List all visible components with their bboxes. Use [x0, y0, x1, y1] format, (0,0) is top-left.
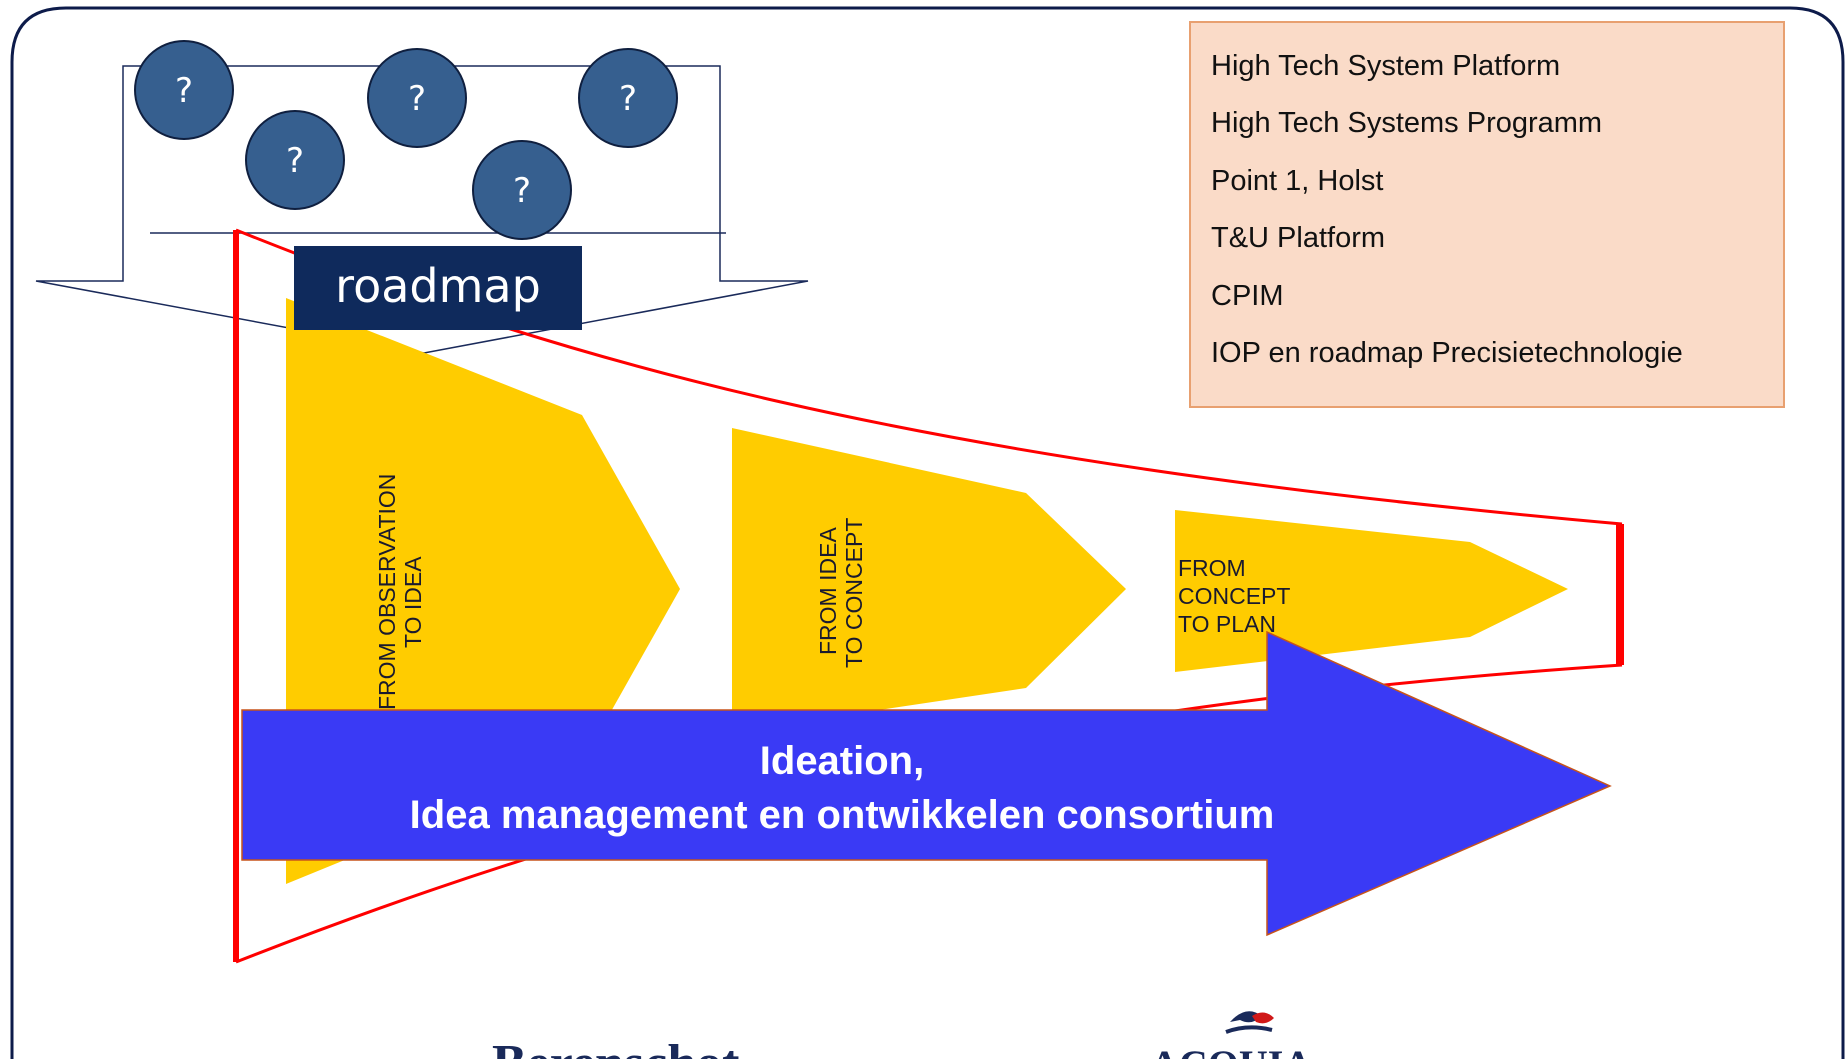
svg-text:?: ? — [513, 171, 531, 211]
stage-concept-to-plan: FROM CONCEPT TO PLAN — [1175, 510, 1568, 672]
stage-label-line: TO PLAN — [1178, 611, 1276, 637]
question-bubble: ? — [472, 140, 572, 240]
programs-box: High Tech System Platform High Tech Syst… — [1189, 21, 1785, 408]
program-item: IOP en roadmap Precisietechnologie — [1211, 337, 1683, 369]
stage-label-line: TO IDEA — [400, 556, 426, 648]
program-item: Point 1, Holst — [1211, 165, 1383, 197]
question-bubble: ? — [367, 48, 467, 148]
acquia-logo: ACQUIA — [1150, 1011, 1312, 1059]
ideation-arrow: Ideation, Idea management en ontwikkelen… — [241, 630, 1612, 937]
stage-label-line: FROM — [1178, 555, 1246, 581]
question-bubble: ? — [134, 40, 234, 140]
roadmap-hopper-outline — [35, 65, 809, 354]
stage-label-line: TO CONCEPT — [841, 518, 867, 668]
slide-frame — [10, 6, 1845, 1059]
program-item: CPIM — [1211, 280, 1284, 312]
question-bubble: ? — [245, 110, 345, 210]
stage-label-line: FROM OBSERVATION — [374, 474, 400, 710]
program-item: High Tech Systems Programm — [1211, 107, 1602, 139]
svg-text:Berenschot: Berenschot — [492, 1035, 740, 1059]
stage-label-line: CONCEPT — [1178, 583, 1290, 609]
roadmap-label-box: roadmap — [294, 246, 582, 330]
program-item: T&U Platform — [1211, 222, 1385, 254]
question-bubbles: ? ? ? ? ? — [134, 40, 678, 240]
program-item: High Tech System Platform — [1211, 50, 1560, 82]
svg-text:Ideation,: Ideation, — [760, 739, 924, 783]
svg-text:?: ? — [175, 71, 193, 111]
svg-text:?: ? — [408, 79, 426, 119]
svg-text:Idea management en ontwikkelen: Idea management en ontwikkelen consortiu… — [410, 793, 1275, 837]
berenschot-logo: Berenschot — [492, 1035, 740, 1059]
svg-text:?: ? — [286, 141, 304, 181]
svg-text:?: ? — [619, 79, 637, 119]
svg-text:ACQUIA: ACQUIA — [1150, 1042, 1312, 1059]
question-bubble: ? — [578, 48, 678, 148]
stage-label-line: FROM IDEA — [815, 527, 841, 655]
stage-idea-to-concept: FROM IDEA TO CONCEPT — [732, 428, 1126, 732]
svg-text:roadmap: roadmap — [335, 259, 541, 313]
